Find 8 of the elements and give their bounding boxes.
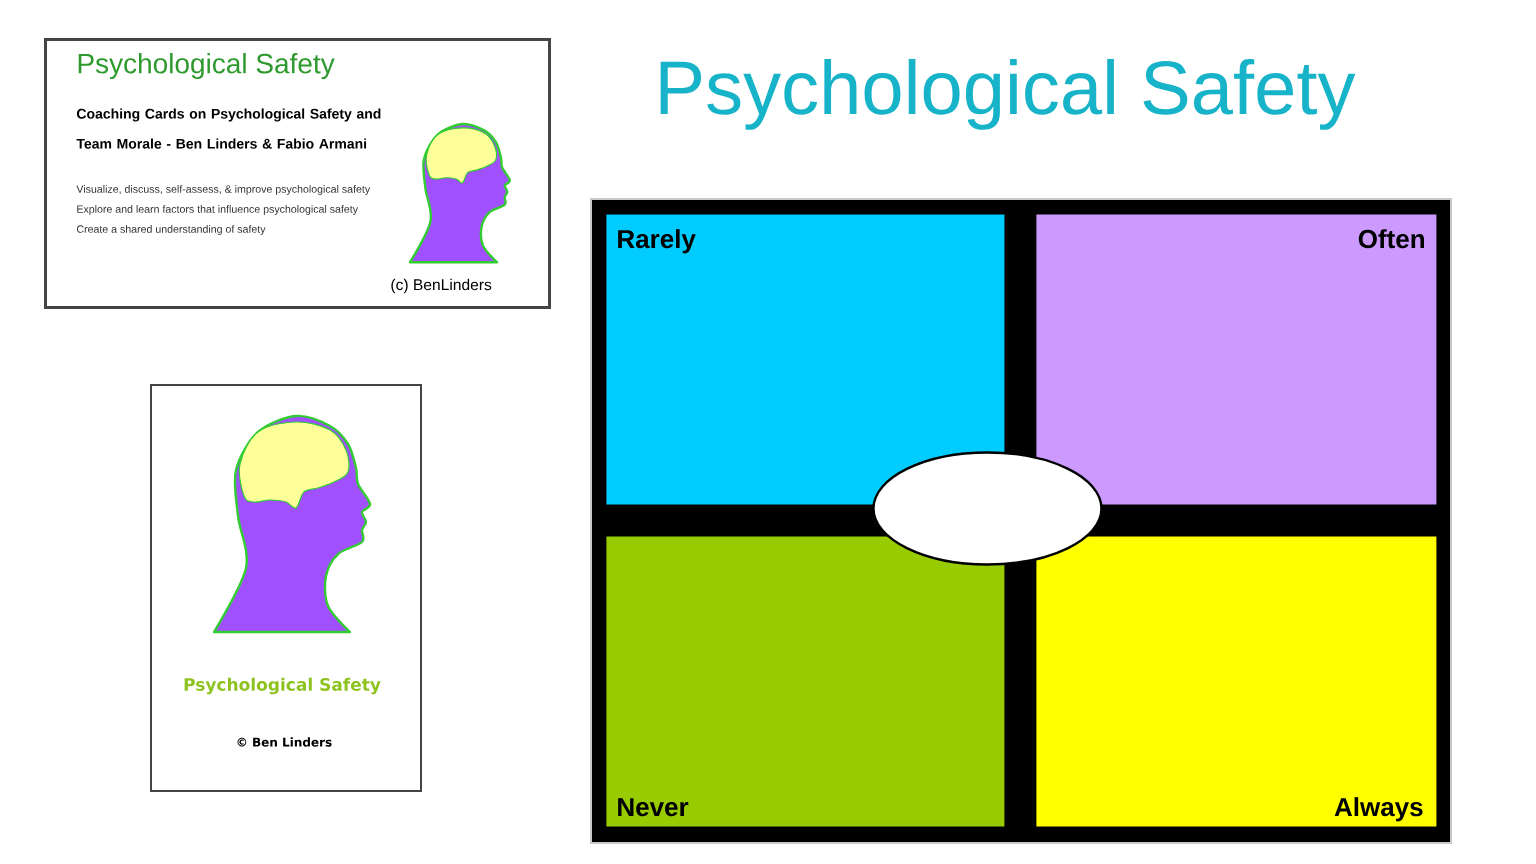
title: Psychological Safety [660, 58, 1356, 130]
card-title: Psychological Safety [184, 677, 381, 695]
quadrant: Rarely [606, 214, 1005, 505]
quadrant: Always [1036, 536, 1437, 827]
quadrant: Never [606, 536, 1005, 827]
quadrant: Often [1036, 214, 1437, 505]
ellipse [872, 451, 1103, 566]
card-title: Psychological Safety [78, 52, 335, 80]
